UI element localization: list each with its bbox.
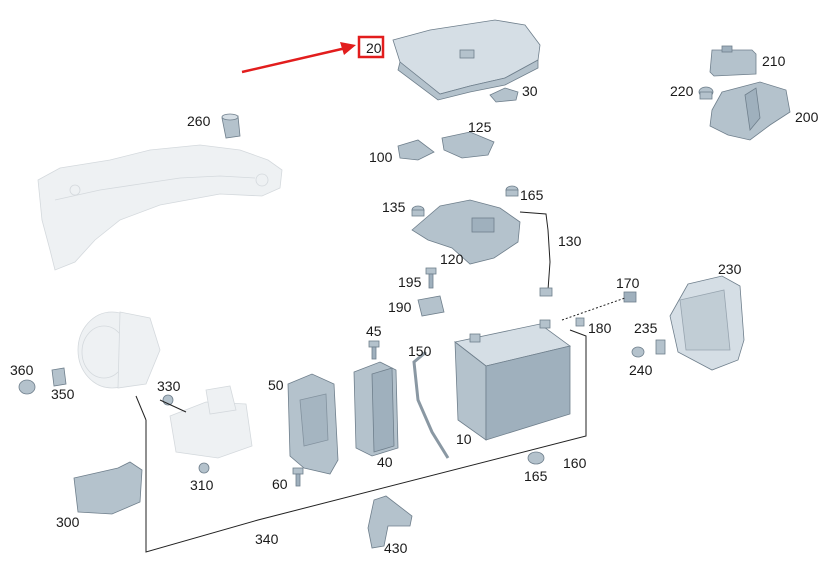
part-150-cable[interactable]: [412, 350, 450, 459]
label-20: 20: [366, 40, 382, 56]
label-300: 300: [56, 514, 80, 530]
label-360: 360: [10, 362, 34, 378]
label-310: 310: [190, 477, 214, 493]
label-210: 210: [762, 53, 786, 69]
alternator-ghost: [77, 311, 161, 389]
label-340: 340: [255, 531, 279, 547]
label-235: 235: [634, 320, 658, 336]
label-100: 100: [369, 149, 393, 165]
part-60-bolt[interactable]: [292, 467, 304, 487]
part-100-cap[interactable]: [397, 139, 435, 161]
wiring-lines: [135, 329, 587, 553]
starter-ghost: [169, 385, 253, 459]
label-195: 195: [398, 274, 422, 290]
label-350: 350: [51, 386, 75, 402]
part-260-grommet[interactable]: [221, 113, 241, 139]
part-170-clip[interactable]: [623, 291, 637, 303]
part-300-bracket[interactable]: [73, 461, 143, 515]
label-260: 260: [187, 113, 211, 129]
part-180-clip[interactable]: [575, 317, 585, 327]
body-bracket-ghost: [37, 144, 283, 271]
part-350-grommet[interactable]: [51, 367, 67, 387]
label-45: 45: [366, 323, 382, 339]
label-30: 30: [522, 83, 538, 99]
label-10: 10: [456, 431, 472, 447]
label-125: 125: [468, 119, 492, 135]
part-10-battery[interactable]: [454, 319, 571, 441]
label-135: 135: [382, 199, 406, 215]
label-160: 160: [563, 455, 587, 471]
part-190-clip[interactable]: [417, 295, 445, 317]
label-50: 50: [268, 377, 284, 393]
part-200-bracket[interactable]: [709, 81, 791, 141]
label-40: 40: [377, 454, 393, 470]
label-60: 60: [272, 476, 288, 492]
part-430-bracket[interactable]: [367, 495, 413, 549]
label-180: 180: [588, 320, 612, 336]
part-20-cover[interactable]: [392, 19, 541, 101]
label-120: 120: [440, 251, 464, 267]
part-40-fusebox[interactable]: [353, 361, 399, 457]
part-120-bracket[interactable]: [411, 199, 521, 265]
part-230-cover[interactable]: [669, 275, 745, 371]
part-labels: 20 30 210 220 200 260 100 125 135 165 13…: [10, 40, 819, 556]
part-45-bolt[interactable]: [368, 340, 380, 360]
part-125-cap[interactable]: [441, 131, 495, 159]
label-430: 430: [384, 540, 408, 556]
part-135-nut[interactable]: [411, 205, 425, 217]
part-165-nut-top[interactable]: [505, 185, 519, 197]
part-195-bolt[interactable]: [425, 267, 437, 289]
label-330: 330: [157, 378, 181, 394]
label-170: 170: [616, 275, 640, 291]
part-220-grommet[interactable]: [698, 86, 714, 100]
part-360-grommet[interactable]: [18, 379, 36, 395]
label-130: 130: [558, 233, 582, 249]
label-240: 240: [629, 362, 653, 378]
part-50-bracket[interactable]: [287, 373, 339, 475]
label-165-bottom: 165: [524, 468, 548, 484]
part-210-module[interactable]: [709, 45, 757, 77]
label-220: 220: [670, 83, 694, 99]
label-150: 150: [408, 343, 432, 359]
label-200: 200: [795, 109, 819, 125]
part-130-cable[interactable]: [519, 211, 553, 297]
part-30-clip[interactable]: [489, 87, 519, 103]
part-240-bolt[interactable]: [631, 346, 645, 358]
label-165-top: 165: [520, 187, 544, 203]
part-310-nut[interactable]: [198, 462, 210, 474]
part-165-nut-bottom[interactable]: [527, 451, 545, 465]
label-230: 230: [718, 261, 742, 277]
highlight-arrow: [241, 35, 385, 74]
label-190: 190: [388, 299, 412, 315]
part-235-clip[interactable]: [655, 339, 666, 355]
